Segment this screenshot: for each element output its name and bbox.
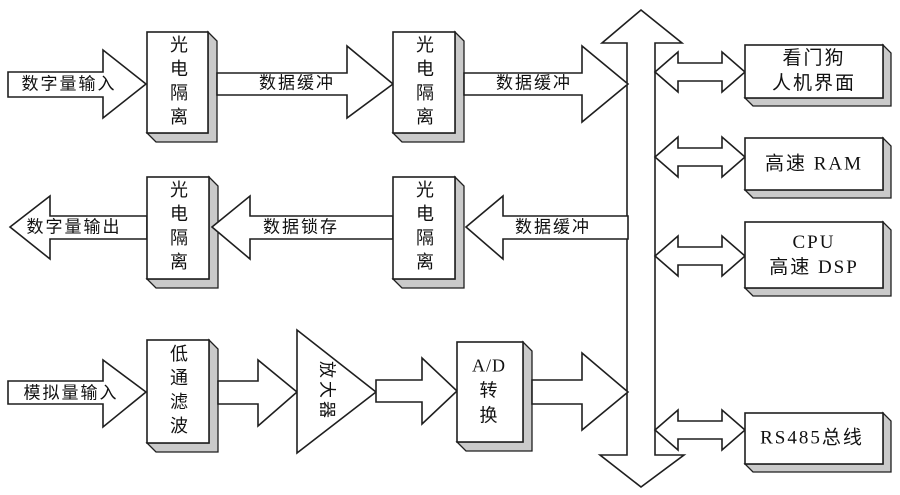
lowpass-filter-box	[146, 339, 210, 444]
adc-label: A/D 转 换	[472, 354, 506, 429]
data-buffer-label-1: 数据缓冲	[259, 73, 335, 93]
rs485-box	[744, 412, 884, 465]
data-buffer-label-2: 数据缓冲	[496, 73, 572, 93]
opto-isolation-1-label: 光电隔离	[168, 35, 188, 131]
digital-output-label: 数字量输出	[26, 217, 122, 237]
bus-cpu-double-arrow	[653, 234, 747, 278]
amplifier-label: 放大器	[317, 361, 337, 421]
opto-isolation-3-label: 光电隔离	[168, 180, 188, 276]
lowpass-to-amp-arrow	[217, 358, 299, 428]
watchdog-hmi-box	[744, 44, 884, 99]
opto-isolation-3-box	[146, 176, 210, 280]
digital-input-label: 数字量输入	[21, 74, 117, 94]
cpu-dsp-box	[744, 221, 884, 289]
ram-label: 高速 RAM	[764, 153, 864, 175]
cpu-dsp-label: CPU 高速 DSP	[769, 230, 859, 280]
digital-input-arrow	[7, 48, 148, 120]
data-buffer-arrow-1	[216, 44, 395, 120]
bus-watchdog-double-arrow	[653, 50, 747, 94]
opto-isolation-2-label: 光电隔离	[414, 35, 434, 131]
adc-label-line3: 换	[479, 405, 499, 426]
data-buffer-arrow-2	[463, 44, 630, 124]
watchdog-hmi-label: 看门狗 人机界面	[772, 46, 856, 96]
opto-isolation-4-label: 光电隔离	[414, 180, 434, 276]
data-buffer-arrow-3	[464, 194, 629, 261]
adc-label-line2: 转	[479, 380, 499, 401]
system-bus-arrow	[597, 8, 687, 489]
opto-isolation-1-box	[146, 31, 209, 134]
amp-to-adc-arrow	[375, 356, 459, 426]
adc-box	[456, 341, 524, 443]
cpu-label-line1: CPU	[792, 232, 836, 253]
analog-input-label: 模拟量输入	[23, 383, 119, 403]
adc-to-bus-arrow	[531, 351, 630, 432]
data-buffer-label-3: 数据缓冲	[515, 217, 591, 237]
ram-box	[744, 137, 884, 191]
data-latch-label: 数据锁存	[263, 217, 339, 237]
amplifier-triangle	[296, 328, 378, 455]
bus-rs485-double-arrow	[653, 408, 747, 452]
watchdog-label-line1: 看门狗	[782, 48, 846, 69]
opto-isolation-4-box	[392, 176, 456, 280]
cpu-label-line2: 高速 DSP	[769, 257, 859, 278]
analog-input-arrow	[7, 358, 148, 429]
opto-isolation-2-box	[392, 31, 456, 134]
lowpass-filter-label: 低通滤波	[168, 344, 188, 440]
bus-ram-double-arrow	[653, 135, 747, 179]
watchdog-label-line2: 人机界面	[771, 73, 857, 94]
adc-label-line1: A/D	[472, 355, 506, 376]
rs485-label: RS485总线	[760, 427, 864, 449]
